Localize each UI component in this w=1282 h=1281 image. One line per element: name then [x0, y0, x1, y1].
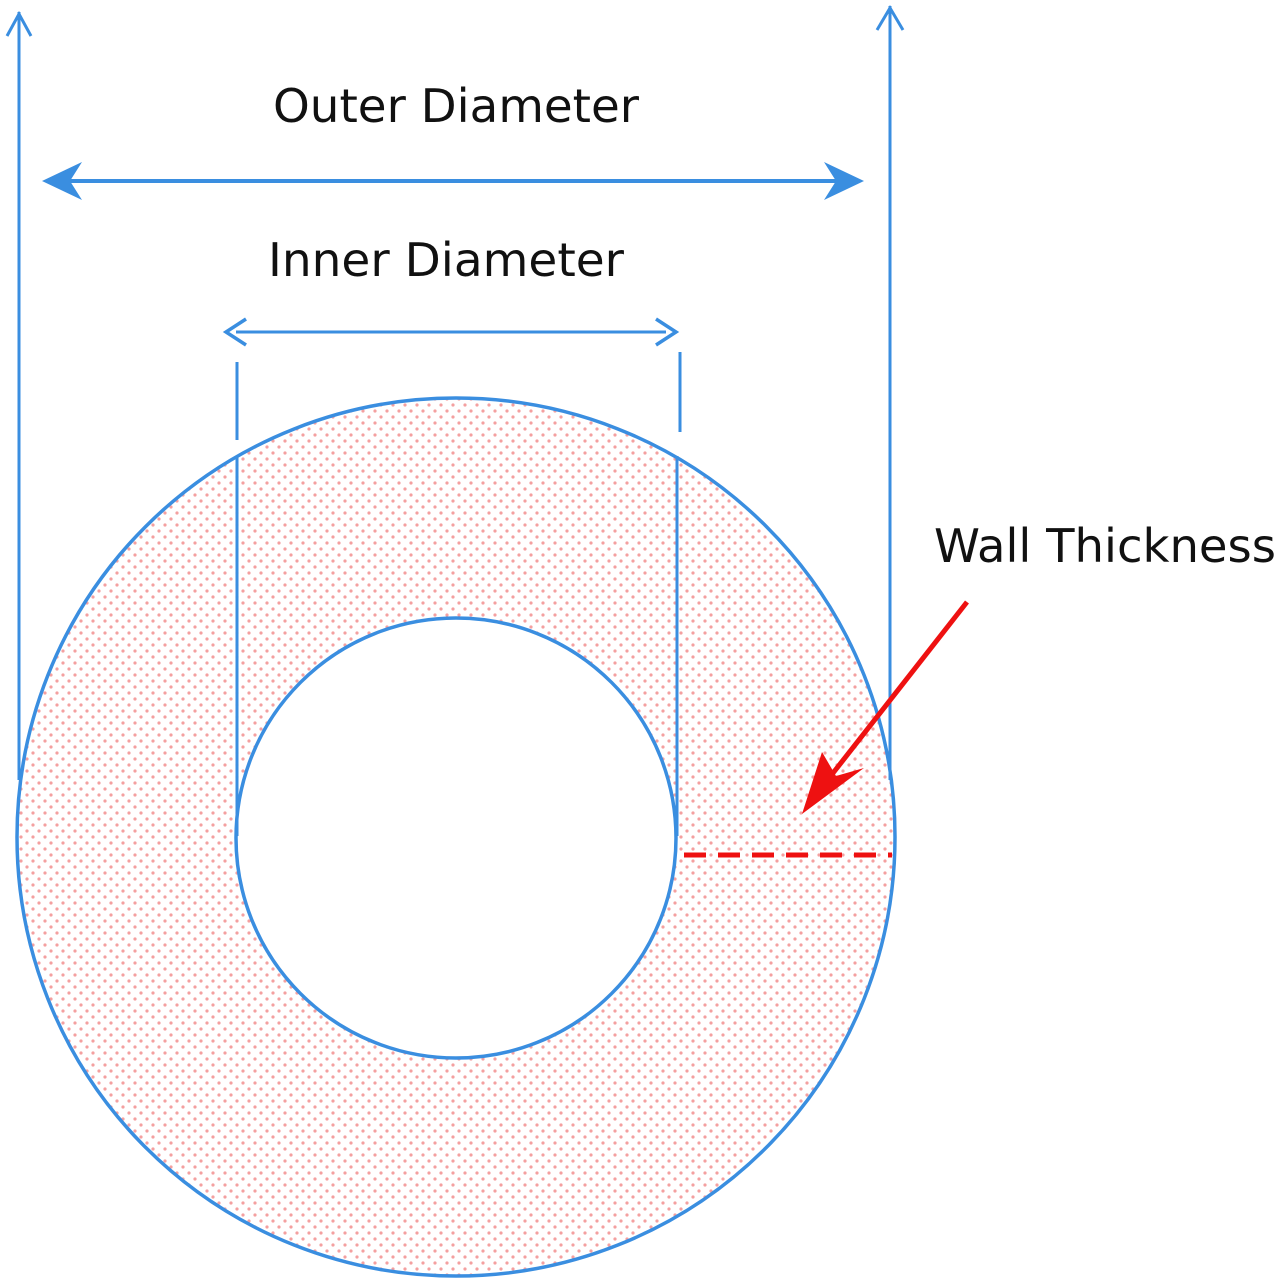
- inner-extension-right: [675, 352, 682, 836]
- wall-thickness-label: Wall Thickness: [934, 519, 1276, 573]
- inner-circle: [234, 616, 678, 1060]
- outer-circle: [15, 396, 897, 1278]
- outer-diameter-label: Outer Diameter: [273, 79, 639, 133]
- wall-thickness-pointer-arrow: [802, 600, 969, 814]
- outer-extension-left: [5, 10, 33, 780]
- inner-diameter-label: Inner Diameter: [268, 233, 624, 287]
- outer-diameter-arrow: [42, 162, 864, 200]
- outer-extension-right: [875, 5, 905, 780]
- inner-diameter-arrow: [222, 317, 680, 347]
